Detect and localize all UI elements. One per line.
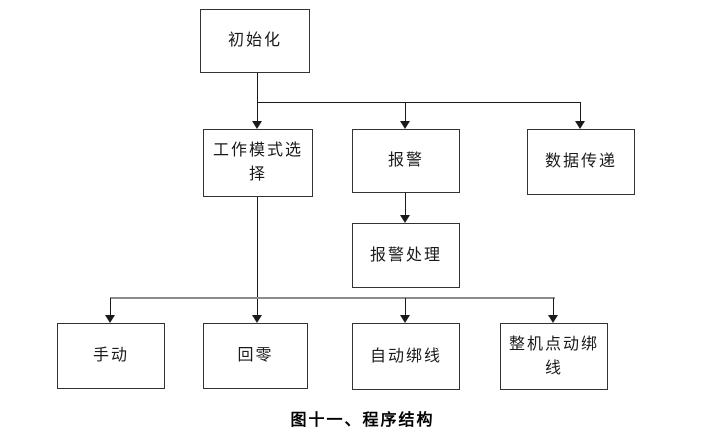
distribution-line-top — [257, 102, 581, 103]
arrowhead-to-alarm-handling — [400, 215, 410, 223]
connector-drop-jog-binding — [553, 298, 554, 315]
node-work-mode-select: 工作模式选择 — [203, 129, 313, 197]
node-whole-machine-jog-binding: 整机点动绑线 — [500, 323, 608, 390]
node-alarm-handling: 报警处理 — [352, 223, 460, 288]
connector-drop-data-transfer — [580, 102, 581, 121]
connector-drop-manual — [110, 298, 111, 315]
arrowhead-to-alarm — [400, 121, 410, 129]
arrowhead-to-auto-binding — [400, 315, 410, 323]
distribution-line-bottom — [110, 297, 555, 299]
node-return-zero: 回零 — [203, 323, 308, 389]
connector-mode-stem — [257, 197, 258, 315]
connector-drop-auto-binding — [405, 298, 406, 315]
arrowhead-to-manual — [105, 315, 115, 323]
arrowhead-to-jog-binding — [548, 315, 558, 323]
node-manual: 手动 — [57, 323, 165, 389]
arrowhead-to-data-transfer — [575, 121, 585, 129]
node-init: 初始化 — [200, 9, 310, 73]
node-alarm: 报警 — [352, 129, 460, 193]
arrowhead-to-mode-select — [252, 121, 262, 129]
arrowhead-to-return-zero — [252, 315, 262, 323]
node-auto-binding: 自动绑线 — [352, 323, 460, 390]
connector-drop-alarm — [405, 102, 406, 121]
figure-caption: 图十一、程序结构 — [290, 412, 435, 429]
node-data-transfer: 数据传递 — [527, 129, 635, 195]
connector-init-stem — [257, 73, 258, 121]
connector-alarm-to-handling — [405, 193, 406, 215]
